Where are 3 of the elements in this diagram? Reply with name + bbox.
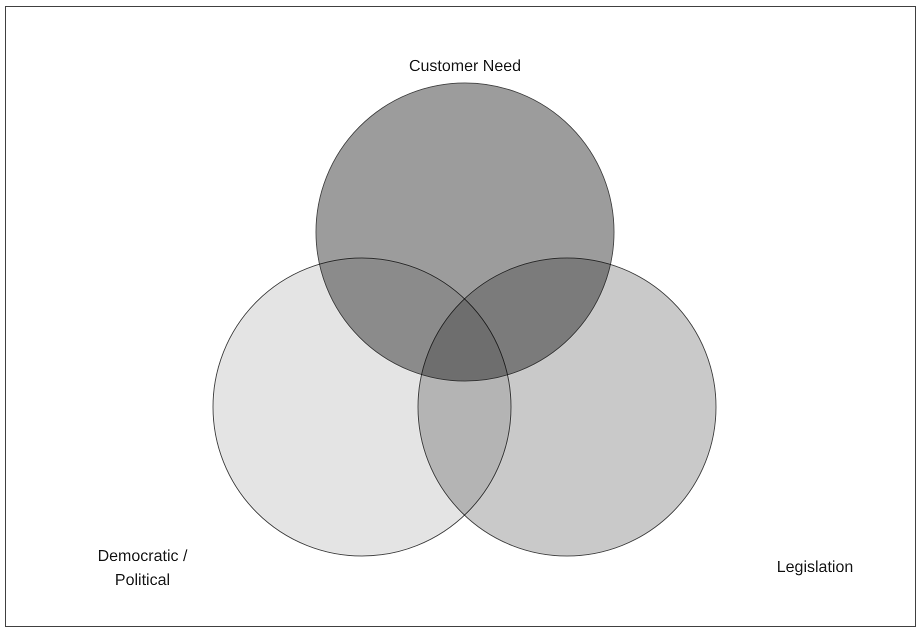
circle-label: Customer Need <box>408 57 522 77</box>
circle-label: Legislation <box>776 558 854 578</box>
circle-label: Democratic / Political <box>96 547 188 591</box>
